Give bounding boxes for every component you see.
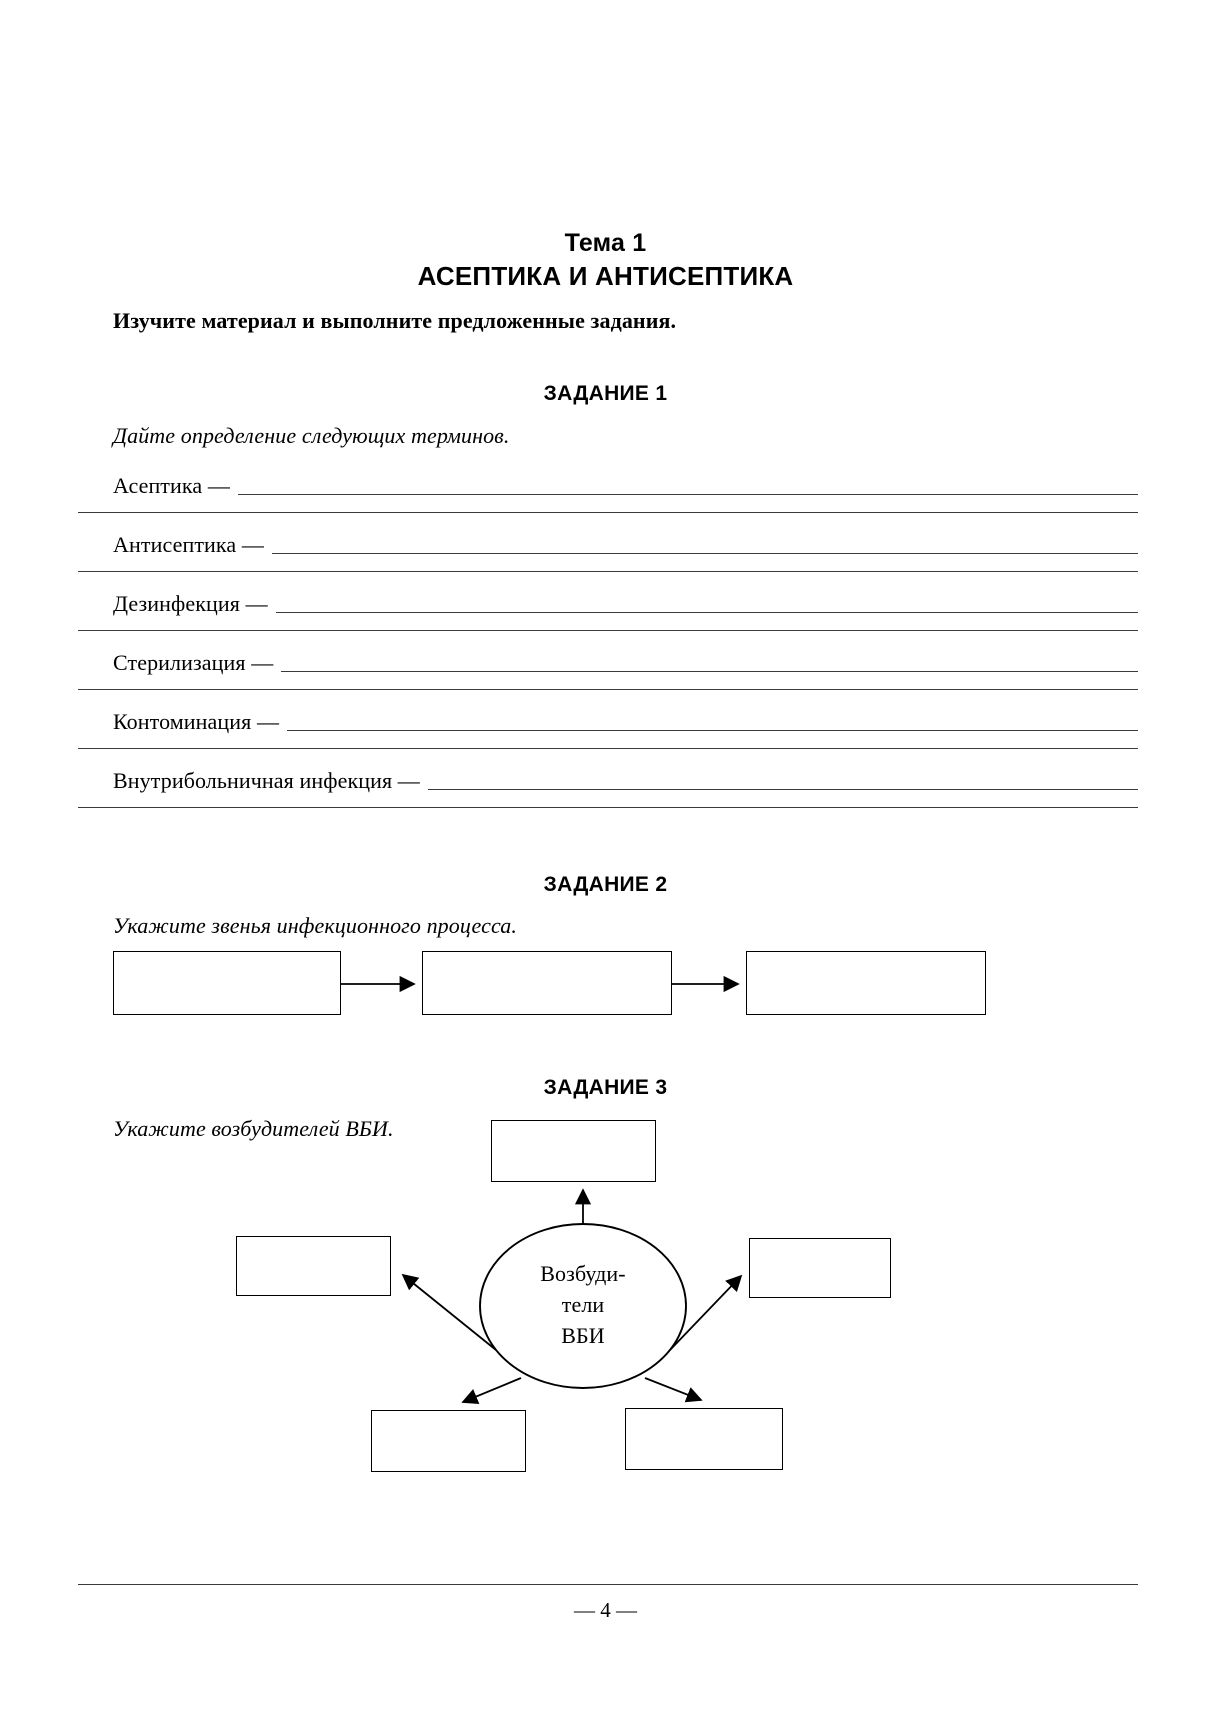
term-row: Стерилизация — — [78, 645, 1138, 704]
page-number: — 4 — — [574, 1598, 637, 1622]
term-label: Стерилизация — — [113, 650, 274, 675]
radial-arrows — [401, 1188, 743, 1404]
pathogen-box-top[interactable] — [491, 1120, 656, 1182]
flow-box-1[interactable] — [113, 951, 341, 1015]
infection-chain-diagram — [113, 951, 1098, 1017]
answer-rule[interactable] — [271, 553, 1138, 554]
task-3-prompt: Укажите возбудителей ВБИ. — [113, 1116, 394, 1141]
answer-rule-continued[interactable] — [78, 748, 1138, 749]
term-line-primary: Дезинфекция — — [78, 586, 1138, 617]
term-row: Асептика — — [78, 468, 1138, 527]
answer-rule-continued[interactable] — [78, 689, 1138, 690]
answer-rule-continued[interactable] — [78, 571, 1138, 572]
term-label: Внутрибольничная инфекция — — [113, 768, 420, 793]
answer-rule-continued[interactable] — [78, 630, 1138, 631]
answer-rule[interactable] — [275, 612, 1138, 613]
term-label: Асептика — — [113, 473, 230, 498]
flow-arrows — [341, 975, 740, 993]
task-1-prompt: Дайте определение следующих терминов. — [113, 423, 510, 448]
term-line-primary: Стерилизация — — [78, 645, 1138, 676]
term-row: Дезинфекция — — [78, 586, 1138, 645]
answer-rule-continued[interactable] — [78, 512, 1138, 513]
task-3-header: ЗАДАНИЕ 3 — [543, 1076, 668, 1099]
answer-rule[interactable] — [427, 789, 1138, 790]
term-line-primary: Контоминация — — [78, 704, 1138, 735]
topic-label: Тема 1 — [564, 229, 647, 257]
arrow-to-bottom-left-box — [461, 1377, 522, 1404]
footer-divider — [78, 1584, 1138, 1585]
arrow-to-right-box — [669, 1274, 743, 1351]
flow-box-2[interactable] — [422, 951, 672, 1015]
term-label: Контоминация — — [113, 709, 280, 734]
pathogen-box-left[interactable] — [236, 1236, 391, 1296]
center-ellipse — [479, 1223, 687, 1389]
term-label: Антисептика — — [113, 532, 264, 557]
term-label: Дезинфекция — — [113, 591, 268, 616]
answer-rule[interactable] — [281, 671, 1138, 672]
intro-text: Изучите материал и выполните предложенны… — [113, 308, 677, 333]
term-row: Внутрибольничная инфекция — — [78, 763, 1138, 822]
task-2-prompt: Укажите звенья инфекционного процесса. — [113, 913, 517, 938]
page-title: Тема 1 АСЕПТИКА И АНТИСЕПТИКА — [0, 228, 1211, 293]
flow-box-3[interactable] — [746, 951, 986, 1015]
answer-rule-continued[interactable] — [78, 807, 1138, 808]
term-line-primary: Асептика — — [78, 468, 1138, 499]
pathogen-box-bottom-right[interactable] — [625, 1408, 783, 1470]
term-line-primary: Внутрибольничная инфекция — — [78, 763, 1138, 794]
term-row: Контоминация — — [78, 704, 1138, 763]
pathogen-box-right[interactable] — [749, 1238, 891, 1298]
term-row: Антисептика — — [78, 527, 1138, 586]
arrow-to-bottom-right-box — [644, 1377, 703, 1403]
task-2-header: ЗАДАНИЕ 2 — [543, 873, 668, 896]
term-definition-list: Асептика — Антисептика — Дезинфекция — С… — [78, 468, 1138, 822]
term-line-primary: Антисептика — — [78, 527, 1138, 558]
vbi-pathogens-diagram: Возбуди- тели ВБИ — [113, 1110, 1098, 1480]
arrow-to-left-box — [401, 1273, 497, 1351]
answer-rule[interactable] — [237, 494, 1138, 495]
pathogen-box-bottom-left[interactable] — [371, 1410, 526, 1472]
answer-rule[interactable] — [287, 730, 1138, 731]
task-1-header: ЗАДАНИЕ 1 — [543, 382, 668, 405]
topic-title: АСЕПТИКА И АНТИСЕПТИКА — [417, 261, 794, 291]
